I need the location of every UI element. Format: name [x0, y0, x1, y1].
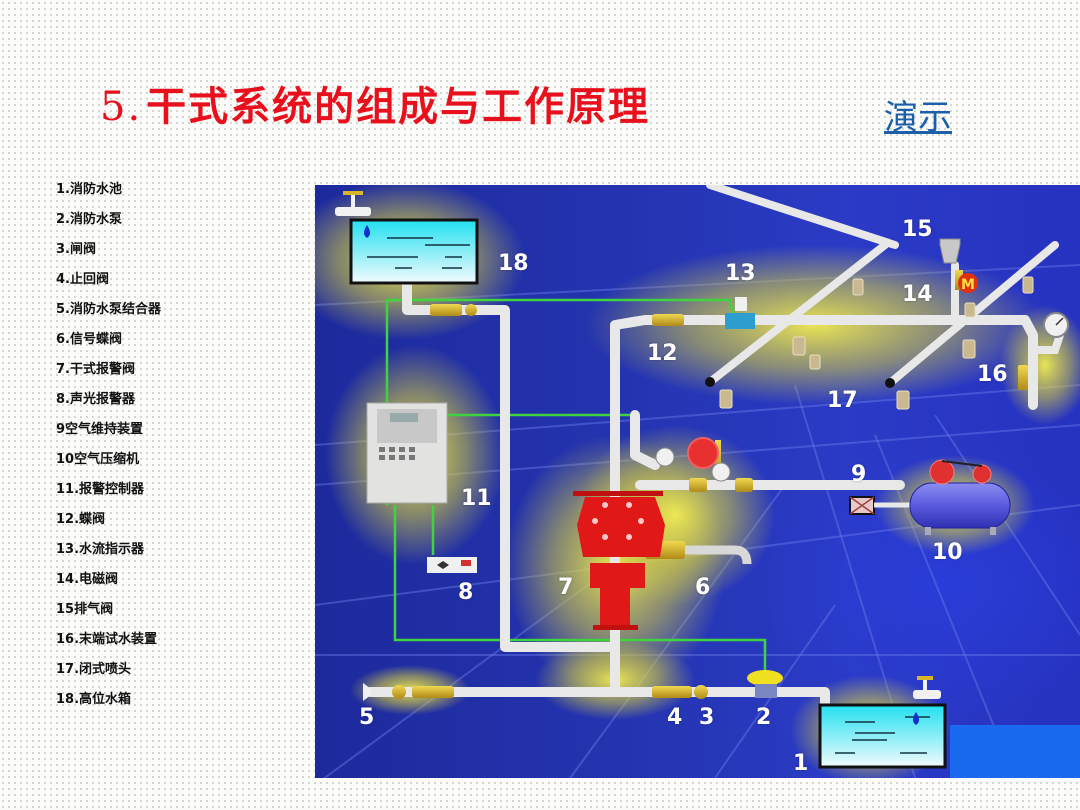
legend-item: 8.声光报警器: [56, 392, 135, 407]
callout-12: 12: [647, 341, 678, 366]
solenoid-label: M: [961, 277, 975, 293]
callout-3: 3: [699, 705, 715, 730]
air-maintenance-device: [849, 496, 875, 515]
legend-item: 17.闭式喷头: [56, 662, 132, 677]
callout-6: 6: [695, 575, 711, 600]
legend-item: 10空气压缩机: [56, 452, 140, 467]
legend-item: 7.干式报警阀: [56, 362, 135, 377]
solenoid-valve: [958, 273, 978, 293]
legend-item: 14.电磁阀: [56, 572, 119, 587]
legend-item: 11.报警控制器: [56, 482, 145, 497]
legend-item: 4.止回阀: [56, 272, 109, 287]
exhaust-valve: [939, 238, 961, 264]
legend-item: 6.信号蝶阀: [56, 332, 122, 347]
callout-5: 5: [359, 705, 375, 730]
demo-link[interactable]: 演示: [884, 98, 952, 138]
alarm-bell: [687, 437, 719, 469]
title-number: 5.: [100, 84, 143, 130]
callout-14: 14: [902, 282, 933, 307]
callout-8: 8: [458, 580, 474, 605]
callout-17: 17: [827, 388, 858, 413]
callout-15: 15: [902, 217, 933, 242]
dry-pipe-system-diagram: M: [315, 185, 1080, 778]
high-water-tank: [335, 191, 479, 285]
callout-10: 10: [932, 540, 963, 565]
callout-2: 2: [756, 705, 772, 730]
pump-connector: [363, 683, 371, 701]
legend-item: 13.水流指示器: [56, 542, 145, 557]
closed-sprinklers: [719, 276, 1034, 410]
callout-11: 11: [461, 486, 492, 511]
callout-13: 13: [725, 261, 756, 286]
callout-16: 16: [977, 362, 1008, 387]
callout-4: 4: [667, 705, 683, 730]
page-title: 5.干式系统的组成与工作原理: [100, 82, 650, 132]
legend-item: 12.蝶阀: [56, 512, 106, 527]
legend-item: 15排气阀: [56, 602, 114, 617]
drain-elbow: [685, 545, 752, 565]
callout-9: 9: [851, 462, 867, 487]
callout-1: 1: [793, 751, 809, 776]
callout-7: 7: [558, 575, 574, 600]
air-compressor: [909, 459, 1011, 535]
legend-item: 5.消防水泵结合器: [56, 302, 161, 317]
diagram-artwork: M: [315, 185, 1080, 778]
legend-item: 16.末端试水装置: [56, 632, 158, 647]
callout-18: 18: [498, 251, 529, 276]
fire-pump: [747, 670, 783, 698]
gauge-left: [655, 447, 675, 467]
gauge-right: [711, 462, 731, 482]
legend-item: 9空气维持装置: [56, 422, 144, 437]
water-flow-indicator: [725, 297, 755, 329]
legend-item: 2.消防水泵: [56, 212, 122, 227]
component-legend: 1.消防水池 2.消防水泵 3.闸阀 4.止回阀 5.消防水泵结合器 6.信号蝶…: [56, 180, 161, 720]
legend-item: 1.消防水池: [56, 182, 122, 197]
title-text: 干式系统的组成与工作原理: [146, 83, 651, 130]
fire-pool: [818, 676, 947, 769]
floor-blue-panel: [950, 725, 1080, 778]
dry-alarm-valve: [573, 491, 665, 630]
legend-item: 3.闸阀: [56, 242, 96, 257]
audible-visual-alarm: [427, 557, 477, 573]
legend-item: 18.高位水箱: [56, 692, 132, 707]
alarm-controller: [366, 402, 448, 504]
